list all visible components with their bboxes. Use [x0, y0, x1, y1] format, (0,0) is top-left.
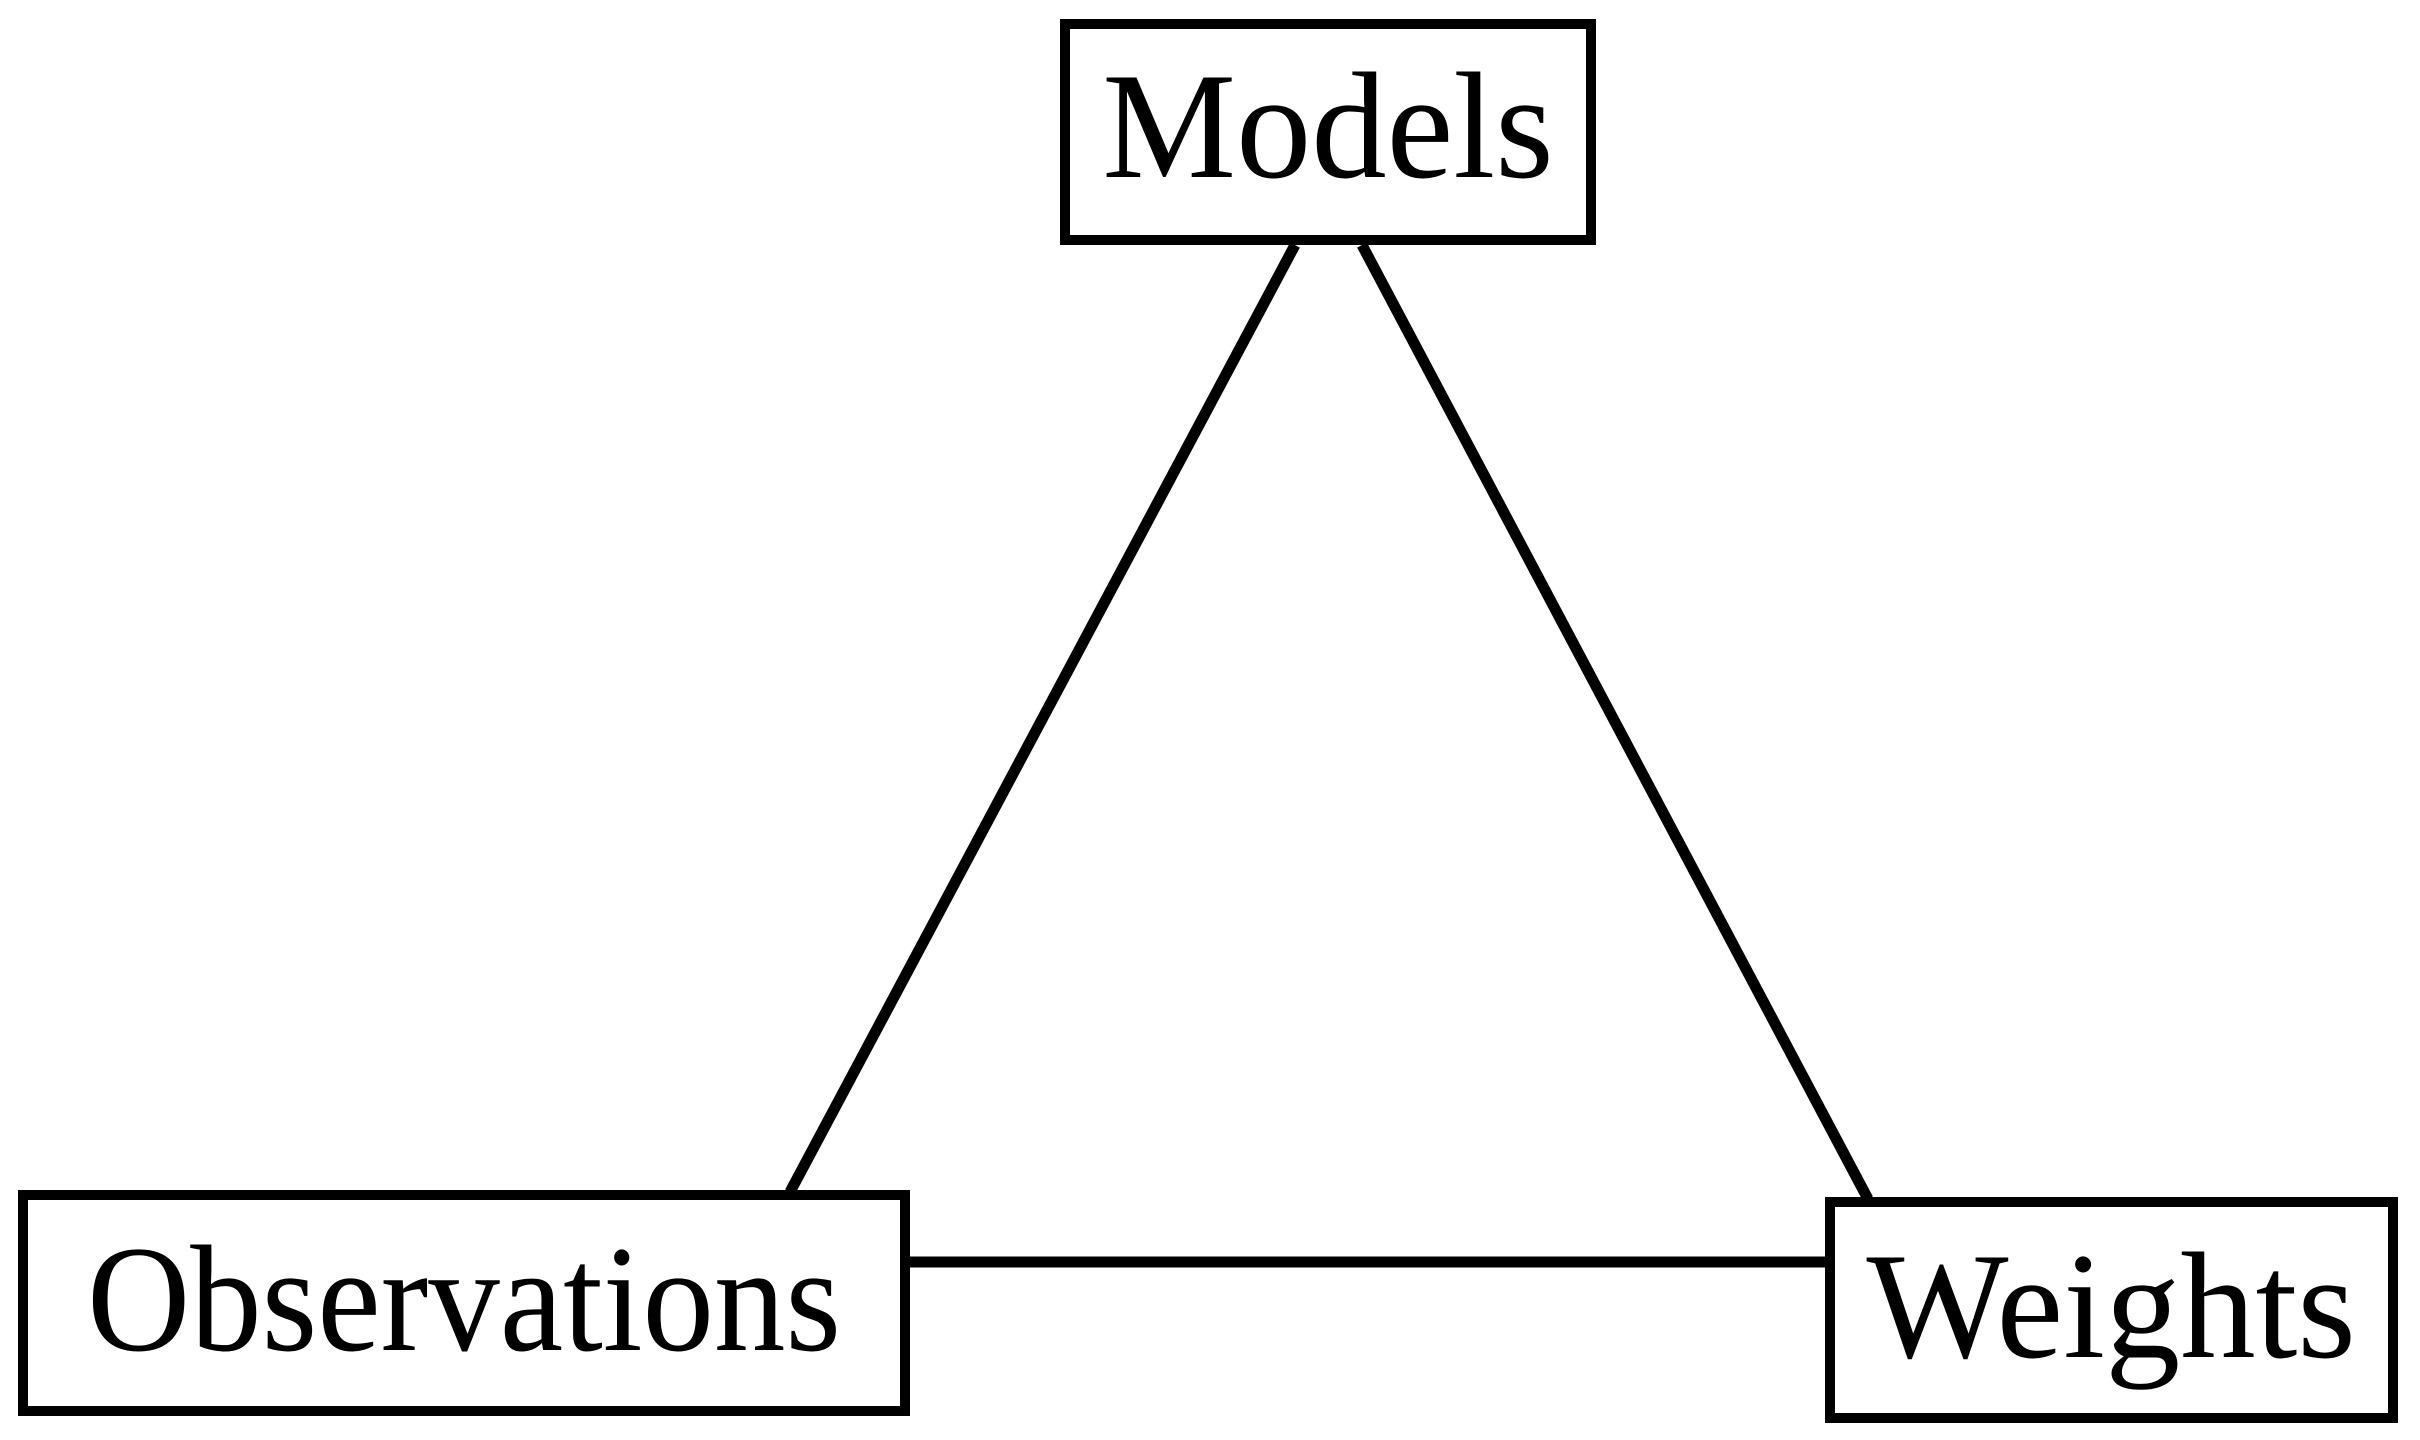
node-observations-label: Observations [87, 1215, 841, 1383]
node-observations[interactable]: Observations [18, 1190, 910, 1416]
edge-models-observations [785, 242, 1300, 1195]
node-weights-label: Weights [1866, 1222, 2357, 1390]
node-weights[interactable]: Weights [1825, 1197, 2398, 1423]
edge-models-weights [1357, 242, 1873, 1202]
node-models[interactable]: Models [1060, 19, 1596, 245]
node-models-label: Models [1102, 42, 1554, 210]
